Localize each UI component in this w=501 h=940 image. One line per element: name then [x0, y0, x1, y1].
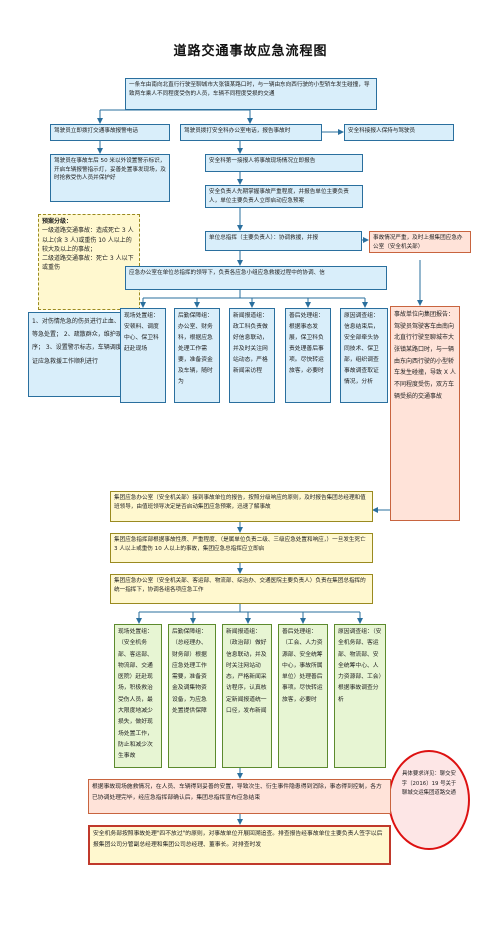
serious-report-box: 事故情况严重，及时上报集团应急办公室（安全机关部） — [369, 231, 471, 253]
end-response-box: 根据事故现场施救情况，在人员、车辆得到妥善的安置，导致次生、衍生事件隐患得到消除… — [88, 779, 391, 814]
safety-protect-box: 安全科接报人保持与驾驶员 — [344, 124, 454, 141]
group-onsite-1: 现场处置组：安顿料、调度中心、保卫科赶赴现场 — [120, 308, 166, 403]
group-logistics-2: 后勤保障组：（总经理办、财务部）根据应急处理工作需要，准备资金及调集物资设备，为… — [168, 624, 216, 768]
page-title: 道路交通事故应急流程图 — [173, 44, 328, 59]
post-review-box: 安全机务部按照事故处理"四不放过"的原则，对事故单位开展回溯追查。排查报告经事故… — [88, 825, 391, 865]
group-onsite-2: 现场处置组：（安全机务部、客运部、物流部、交通医院）赶赴现场，积极救治受伤人员，… — [114, 624, 162, 768]
group-news-2: 新闻报道组：（政治部）做好信息联动，并及时关注网站动态，严格新闻采访程序，认真核… — [222, 624, 272, 768]
warning-level-box: 预案分级： 一级道路交通事故：造成死亡 3 人以上(含 3 人)或重伤 10 人… — [38, 214, 140, 310]
group-aftermath-2: 善后处理组：（工会、人力资源部、安全统筹中心，事故所属单位）处理善后事项。尽快转… — [278, 624, 328, 768]
driver-call-box: 驾驶员立即拨打交通事故报警电话 — [50, 124, 170, 141]
incident-box: 一条车由南向北直行行驶至聊城市大张镇某路口时，与一辆由东向西行驶的小型轿车发生碰… — [125, 78, 377, 110]
group-news-1: 新闻报道组：政工科负责做好信息联动，并及时关注网站动态，严格新闻采访程 — [229, 308, 275, 403]
group-command-decide: 集团应急指挥部根据事故性质、严重程度、（是属单位负责二级、三级应急处置和响应，）… — [110, 533, 373, 563]
group-aftermath-1: 善后处理组：根据事态发展，保卫科负责处理善后事项。尽快转运旅客，必要时 — [285, 308, 331, 403]
commander-box: 单位总指挥（主要负责人）：协调救援，并报 — [205, 231, 362, 251]
group-investigation-1: 原因调查组：信息结束后，安全部牵头协同技术、保卫部，组织调查事故调查取证情况，分… — [340, 308, 388, 403]
warning-box: 驾驶员在事故车后 50 米以外设置警示标识，开启车辆报警指示灯，妥善处置事发现场… — [50, 154, 170, 202]
driver-report-box: 驾驶员拨打安全科办公室电话，报告事故时 — [180, 124, 322, 141]
safety-leader-box: 安全负责人先期掌握事故严重程度，并报告单位主要负责人，单位主要负责人立即启动应急… — [205, 185, 363, 208]
level-two-text: 二级道路交通事故：死亡 3 人以下或重伤 — [42, 255, 134, 272]
level-one-text: 一级道路交通事故：造成死亡 3 人以上(含 3 人)或重伤 10 人以上的较大及… — [42, 227, 134, 253]
office-notice-box: 应急办公室在单位总指挥的领导下，负责各应急小组应急救援过程中的协调、信 — [125, 266, 387, 290]
detail-circle: 具体要求详见：聊交安字〔2016〕19 号关于聊城交运集团道路交通 — [388, 750, 470, 850]
group-report-box: 事故单位向集团报告：驾驶员驾驶客车由南向北直行行驶至聊城市大张镇某路口时，与一辆… — [390, 306, 460, 521]
group-office-receive: 集团应急办公室（安全机关部）接到事故单位的报告，按照分级响应的原则，及时报告集团… — [110, 491, 373, 522]
group-logistics-1: 后勤保障组：办公室、财务科，根据应急处理工作需要，准备资金及车辆，随时为 — [174, 308, 220, 403]
safety-receive-box: 安全科第一接报人将事故现场情况立即报告 — [205, 154, 363, 172]
group-investigation-2: 原因调查组：（安全机务部、客运部、物流部、安全统筹中心、人力资源部、工会）根据事… — [334, 624, 386, 768]
group-office-coordinate: 集团应急办公室（安全机关部、客运部、物流部、综治办、交通医院主要负责人）负责在集… — [110, 574, 373, 604]
warning-level-title: 预案分级： — [42, 218, 73, 225]
